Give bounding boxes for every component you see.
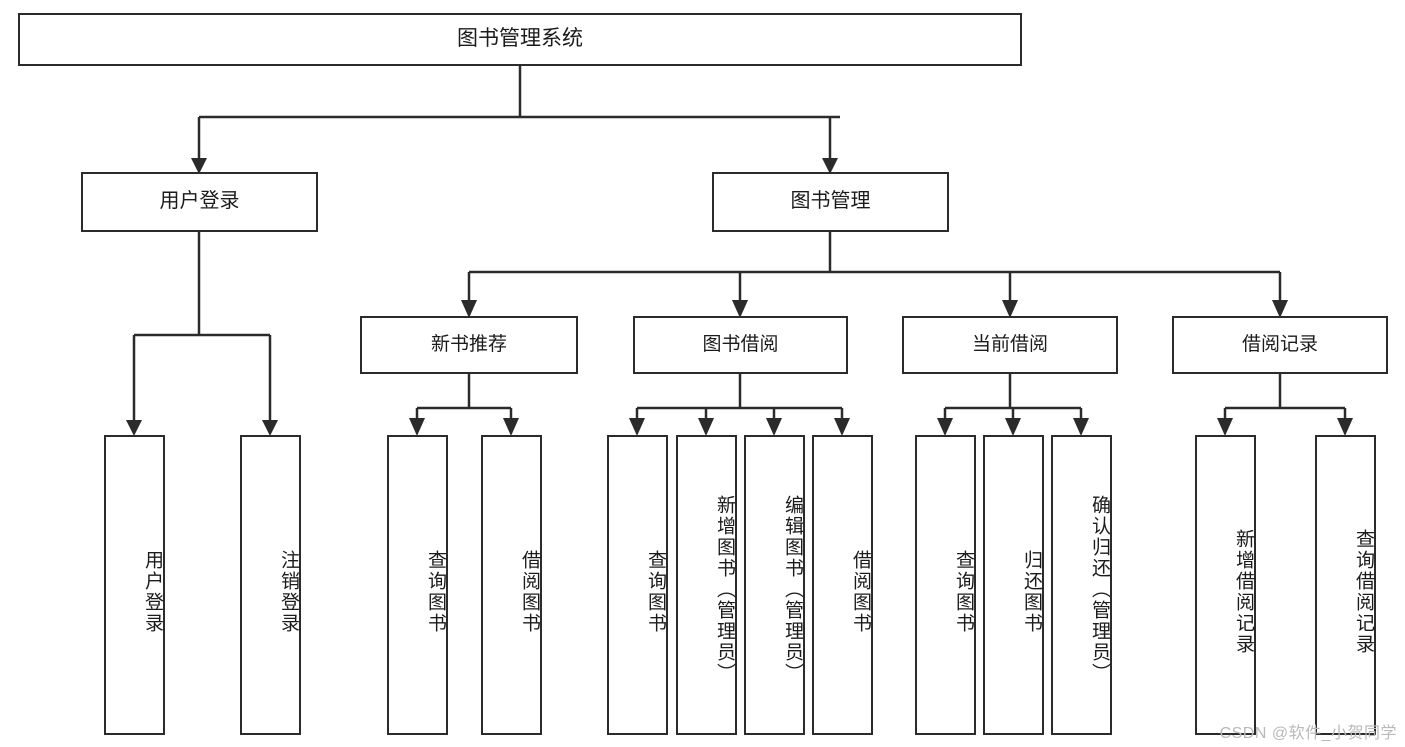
- node-leaf-query-record[interactable]: 查询借阅记录: [1315, 435, 1376, 735]
- arrow-confirm-return: [1073, 418, 1089, 436]
- node-leaf-query-book-1-label: 查询图书: [425, 550, 446, 634]
- node-leaf-add-book[interactable]: 新增图书（管理员）: [676, 435, 737, 735]
- arrow-add-book: [698, 418, 714, 436]
- arrow-query-book-1: [409, 418, 425, 436]
- arrow-borrow-book-2: [834, 418, 850, 436]
- node-book-borrow[interactable]: 图书借阅: [633, 316, 848, 374]
- node-leaf-logout-label: 注销登录: [278, 550, 299, 634]
- arrow-logout: [262, 420, 278, 436]
- arrow-borrow-book-1: [503, 418, 519, 436]
- node-current-borrow[interactable]: 当前借阅: [902, 316, 1118, 374]
- node-leaf-query-book-1[interactable]: 查询图书: [387, 435, 448, 735]
- node-leaf-query-book-3[interactable]: 查询图书: [915, 435, 976, 735]
- node-leaf-login-label: 用户登录: [142, 550, 163, 634]
- node-leaf-add-record-label: 新增借阅记录: [1233, 529, 1254, 655]
- arrow-query-record: [1337, 418, 1353, 436]
- node-leaf-query-book-3-label: 查询图书: [953, 550, 974, 634]
- node-leaf-return-book-label: 归还图书: [1021, 550, 1042, 634]
- node-current-borrow-label: 当前借阅: [971, 333, 1048, 355]
- node-leaf-query-book-2[interactable]: 查询图书: [607, 435, 668, 735]
- node-new-book-recommend-label: 新书推荐: [430, 333, 507, 355]
- node-leaf-borrow-book-1[interactable]: 借阅图书: [481, 435, 542, 735]
- node-borrow-record[interactable]: 借阅记录: [1172, 316, 1388, 374]
- node-leaf-return-book[interactable]: 归还图书: [983, 435, 1044, 735]
- watermark: CSDN @软件_小贺同学: [1219, 725, 1397, 742]
- node-leaf-add-book-label: 新增图书（管理员）: [714, 494, 735, 684]
- node-leaf-query-book-2-label: 查询图书: [645, 550, 666, 634]
- node-leaf-borrow-book-2[interactable]: 借阅图书: [812, 435, 873, 735]
- node-leaf-edit-book-label: 编辑图书（管理员）: [782, 494, 803, 684]
- arrow-return-book: [1005, 418, 1021, 436]
- node-root[interactable]: 图书管理系统: [18, 13, 1022, 66]
- node-leaf-borrow-book-2-label: 借阅图书: [850, 550, 871, 634]
- node-leaf-add-record[interactable]: 新增借阅记录: [1195, 435, 1256, 735]
- node-root-label: 图书管理系统: [457, 27, 583, 51]
- node-leaf-logout[interactable]: 注销登录: [240, 435, 301, 735]
- arrow-query-book-3: [937, 418, 953, 436]
- arrow-add-record: [1217, 418, 1233, 436]
- node-user-login[interactable]: 用户登录: [81, 172, 318, 232]
- node-leaf-confirm-return[interactable]: 确认归还（管理员）: [1051, 435, 1112, 735]
- node-leaf-edit-book[interactable]: 编辑图书（管理员）: [744, 435, 805, 735]
- node-leaf-login[interactable]: 用户登录: [104, 435, 165, 735]
- node-leaf-borrow-book-1-label: 借阅图书: [519, 550, 540, 634]
- node-book-management[interactable]: 图书管理: [712, 172, 949, 232]
- node-leaf-confirm-return-label: 确认归还（管理员）: [1089, 494, 1110, 684]
- node-leaf-query-record-label: 查询借阅记录: [1353, 529, 1374, 655]
- node-book-borrow-label: 图书借阅: [702, 333, 779, 355]
- node-user-login-label: 用户登录: [159, 190, 240, 213]
- arrow-query-book-2: [629, 418, 645, 436]
- node-book-management-label: 图书管理: [790, 190, 871, 213]
- arrow-edit-book: [766, 418, 782, 436]
- arrow-login: [126, 420, 142, 436]
- node-borrow-record-label: 借阅记录: [1241, 333, 1318, 355]
- node-new-book-recommend[interactable]: 新书推荐: [360, 316, 578, 374]
